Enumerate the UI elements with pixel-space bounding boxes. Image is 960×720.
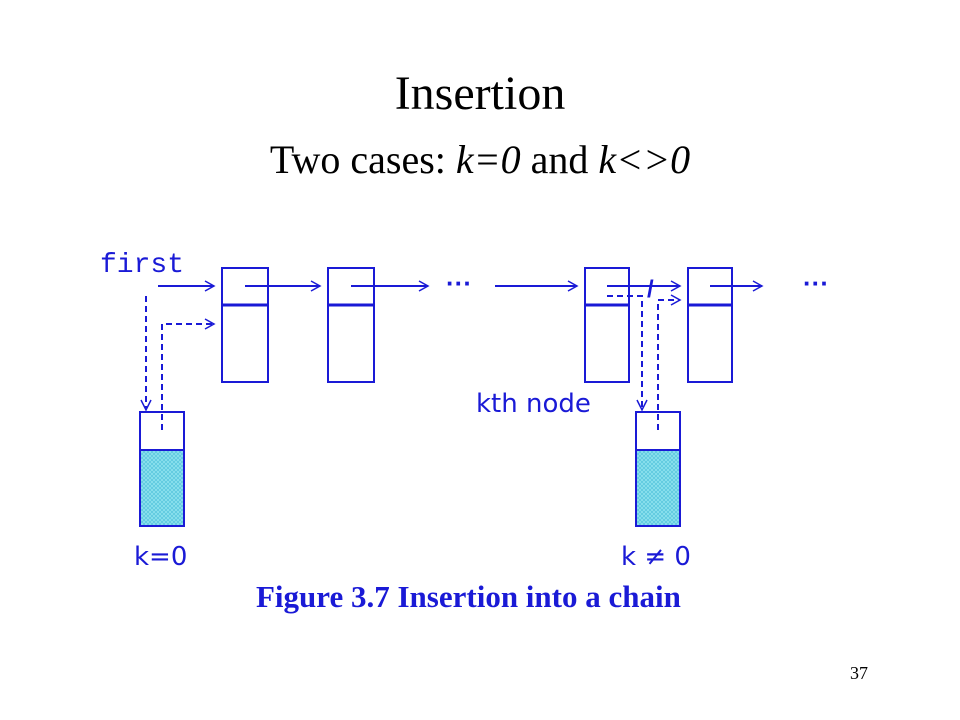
subtitle-prefix: Two cases: [269, 137, 456, 182]
subtitle-case2: k<>0 [598, 137, 691, 182]
subtitle-case1: k=0 [455, 137, 521, 182]
chain-node-2 [327, 267, 375, 383]
new-node-k0 [139, 411, 185, 527]
chain-node-kth [584, 267, 630, 383]
k-not-equal-0-label: k ≠ 0 [621, 542, 691, 572]
ellipsis-2: ··· [803, 268, 829, 298]
broken-link-slash: / [647, 276, 654, 303]
arrowhead [752, 280, 764, 292]
kth-to-new-node-dashed [607, 295, 643, 408]
new-node-to-node1-dashed [161, 323, 214, 430]
k-equals-0-label: k=0 [134, 542, 187, 572]
first-label: first [100, 250, 184, 281]
arrowhead [204, 280, 216, 292]
arrowhead [636, 399, 648, 412]
new-node-to-next-dashed [657, 299, 680, 430]
new-node-k0-data-field [141, 451, 183, 525]
arrowhead [567, 280, 579, 292]
new-node-kne0-data-field [637, 451, 679, 525]
new-node-kne0 [635, 411, 681, 527]
slide-subtitle: Two cases: k=0 and k<>0 [0, 140, 960, 180]
slide-title: Insertion [394, 67, 566, 120]
kth-node-label: kth node [476, 389, 591, 419]
figure-caption: Figure 3.7 Insertion into a chain [256, 579, 681, 614]
subtitle-joiner: and [520, 137, 599, 182]
chain-node-next [687, 267, 733, 383]
chain-node-1 [221, 267, 269, 383]
arrowhead [140, 399, 152, 412]
arrowhead [310, 280, 322, 292]
ellipsis-1: ··· [446, 268, 472, 298]
arrowhead [204, 318, 216, 330]
arrowhead [670, 294, 682, 306]
arrowhead [418, 280, 430, 292]
page-number: 37 [850, 663, 868, 683]
